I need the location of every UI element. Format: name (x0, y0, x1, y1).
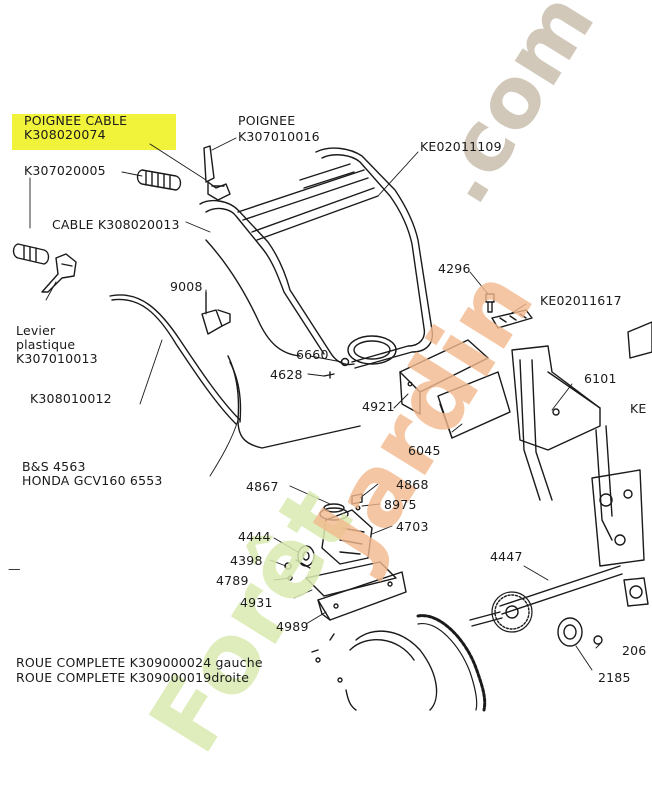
label-2185: 2185 (598, 670, 631, 685)
label-ke02011617: KE02011617 (540, 293, 622, 308)
hub-2185 (557, 617, 603, 647)
label-cable: CABLE K308020013 (52, 217, 180, 232)
label-4868: 4868 (396, 477, 429, 492)
label-6045: 6045 (408, 443, 441, 458)
label-poignee-cable: POIGNEE CABLE (24, 113, 128, 128)
label-levier-ref: K307010013 (16, 351, 98, 366)
label-highlight (12, 114, 176, 150)
leaders (29, 137, 601, 671)
label-4444: 4444 (238, 529, 271, 544)
label-4989: 4989 (276, 619, 309, 634)
plate-6045 (437, 371, 511, 439)
label-poignee-cable-ref: K308020074 (24, 127, 106, 142)
label-6660: 6660 (296, 347, 329, 362)
label-4398: 4398 (230, 553, 263, 568)
label-4703: 4703 (396, 519, 429, 534)
sprocket-axle (469, 565, 623, 633)
label-bs: B&S 4563 (22, 459, 86, 474)
cable-handle (203, 145, 231, 201)
label-poignee-ref: K307010016 (238, 129, 320, 144)
label-4296: 4296 (438, 261, 471, 276)
label-ke-edge: KE (630, 401, 647, 416)
chain (416, 614, 487, 712)
label-roue-gauche: ROUE COMPLETE K309000024 gauche (16, 655, 263, 670)
bolt-and-bracket (485, 293, 533, 329)
label-4931: 4931 (240, 595, 273, 610)
pulley-4444 (284, 545, 315, 581)
label-k308010012: K308010012 (30, 391, 112, 406)
gearbox-4703 (319, 493, 373, 565)
label-levier-plastique: plastique (16, 337, 76, 352)
label-4867: 4867 (246, 479, 279, 494)
label-4628: 4628 (270, 367, 303, 382)
plates (305, 561, 407, 621)
label-k307020005: K307020005 (24, 163, 106, 178)
label-9008: 9008 (170, 279, 203, 294)
label-8975: 8975 (384, 497, 417, 512)
label-roue-droite: ROUE COMPLETE K309000019droite (16, 670, 250, 685)
label-ke02011109: KE02011109 (420, 139, 502, 154)
label-honda: HONDA GCV160 6553 (22, 473, 163, 488)
label-4789: 4789 (216, 573, 249, 588)
label-4447: 4447 (490, 549, 523, 564)
label-levier: Levier (16, 323, 56, 338)
label-poignee: POIGNEE (238, 113, 296, 128)
label-4921: 4921 (362, 399, 395, 414)
handlebar-frame (199, 147, 434, 369)
belt (345, 630, 438, 711)
label-6101: 6101 (584, 371, 617, 386)
label-dash: — (8, 561, 21, 576)
grips (12, 169, 182, 265)
screws (311, 371, 343, 683)
label-206: 206 (622, 643, 647, 658)
bracket-4921 (399, 339, 489, 415)
plastic-lever (41, 253, 77, 293)
cables (109, 239, 361, 449)
chassis-6101 (511, 321, 652, 607)
